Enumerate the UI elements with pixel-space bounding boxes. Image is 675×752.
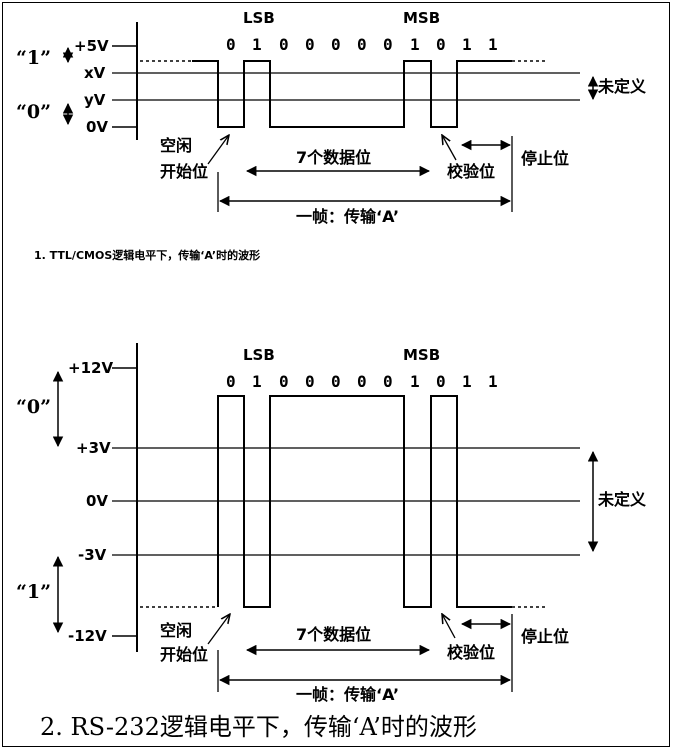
ttl-idle-label: 空闲 [160, 136, 192, 155]
ttl-label-xv: xV [84, 64, 106, 82]
ttl-bit-1: 1 [252, 35, 262, 54]
rs232-label-p12v: +12V [68, 359, 113, 377]
ttl-parity-pointer [442, 135, 457, 161]
rs232-bit-10: 1 [488, 372, 498, 391]
rs232-logic-zero-label: “0” [16, 396, 51, 418]
rs232-bit-4: 0 [331, 372, 341, 391]
rs232-start-pointer [207, 614, 230, 645]
ttl-start-bit-label: 开始位 [160, 162, 208, 181]
ttl-bit-5: 0 [357, 35, 367, 54]
rs232-bit-3: 0 [305, 372, 315, 391]
ttl-bit-7: 1 [410, 35, 420, 54]
rs232-label-p3v: +3V [76, 439, 111, 457]
ttl-logic-zero-label: “0” [16, 101, 51, 123]
rs232-lsb-label: LSB [243, 346, 275, 364]
rs232-undefined-label: 未定义 [597, 490, 646, 509]
ttl-logic-one-label: “1” [16, 47, 51, 69]
ttl-waveform [192, 60, 512, 128]
ttl-msb-label: MSB [403, 9, 440, 27]
ttl-undefined-label: 未定义 [597, 77, 646, 96]
ttl-bit-10: 1 [488, 35, 498, 54]
ttl-bit-0: 0 [226, 35, 236, 54]
ttl-frame-label: 一帧：传输‘A’ [296, 207, 399, 226]
rs232-bit-8: 0 [436, 372, 446, 391]
ttl-diagram: +5V xV yV 0V “1” “0” 未定义 LSB MSB 0 1 0 0… [16, 9, 646, 262]
rs232-label-m12v: -12V [68, 627, 107, 645]
rs232-parity-bit-label: 校验位 [447, 643, 495, 662]
rs232-bit-9: 1 [462, 372, 472, 391]
ttl-label-yv: yV [84, 91, 106, 109]
ttl-bit-3: 0 [305, 35, 315, 54]
rs232-caption: 2. RS-232逻辑电平下，传输‘A’时的波形 [40, 713, 477, 741]
ttl-lsb-label: LSB [243, 9, 275, 27]
ttl-bit-4: 0 [331, 35, 341, 54]
ttl-bit-2: 0 [279, 35, 289, 54]
ttl-caption: 1. TTL/CMOS逻辑电平下，传输‘A’时的波形 [34, 248, 260, 262]
ttl-data-bits-label: 7个数据位 [296, 148, 371, 167]
rs232-bit-6: 0 [383, 372, 393, 391]
ttl-bit-6: 0 [383, 35, 393, 54]
ttl-bit-labels: 0 1 0 0 0 0 0 1 0 1 1 [226, 35, 498, 54]
rs232-diagram: +12V +3V 0V -3V -12V “0” “1” 未定义 LSB MSB… [16, 343, 646, 741]
rs232-bit-labels: 0 1 0 0 0 0 0 1 0 1 1 [226, 372, 498, 391]
ttl-parity-bit-label: 校验位 [447, 162, 495, 181]
rs232-waveform [217, 395, 512, 608]
rs232-bit-2: 0 [279, 372, 289, 391]
ttl-bit-8: 0 [436, 35, 446, 54]
rs232-bit-5: 0 [357, 372, 367, 391]
ttl-start-pointer [207, 135, 229, 165]
rs232-bit-7: 1 [410, 372, 420, 391]
rs232-start-bit-label: 开始位 [160, 645, 208, 664]
ttl-label-5v: +5V [74, 37, 109, 55]
rs232-data-bits-label: 7个数据位 [296, 625, 371, 644]
rs232-stop-bit-label: 停止位 [521, 627, 569, 646]
rs232-parity-pointer [442, 614, 456, 639]
rs232-msb-label: MSB [403, 346, 440, 364]
rs232-bit-1: 1 [252, 372, 262, 391]
ttl-label-0v: 0V [86, 118, 108, 136]
rs232-logic-one-label: “1” [16, 581, 51, 603]
rs232-bit-0: 0 [226, 372, 236, 391]
rs232-frame-label: 一帧：传输‘A’ [296, 685, 399, 704]
rs232-label-m3v: -3V [78, 546, 107, 564]
ttl-bit-9: 1 [462, 35, 472, 54]
rs232-label-0v: 0V [86, 492, 108, 510]
ttl-stop-bit-label: 停止位 [521, 149, 569, 168]
rs232-idle-label: 空闲 [160, 621, 192, 640]
